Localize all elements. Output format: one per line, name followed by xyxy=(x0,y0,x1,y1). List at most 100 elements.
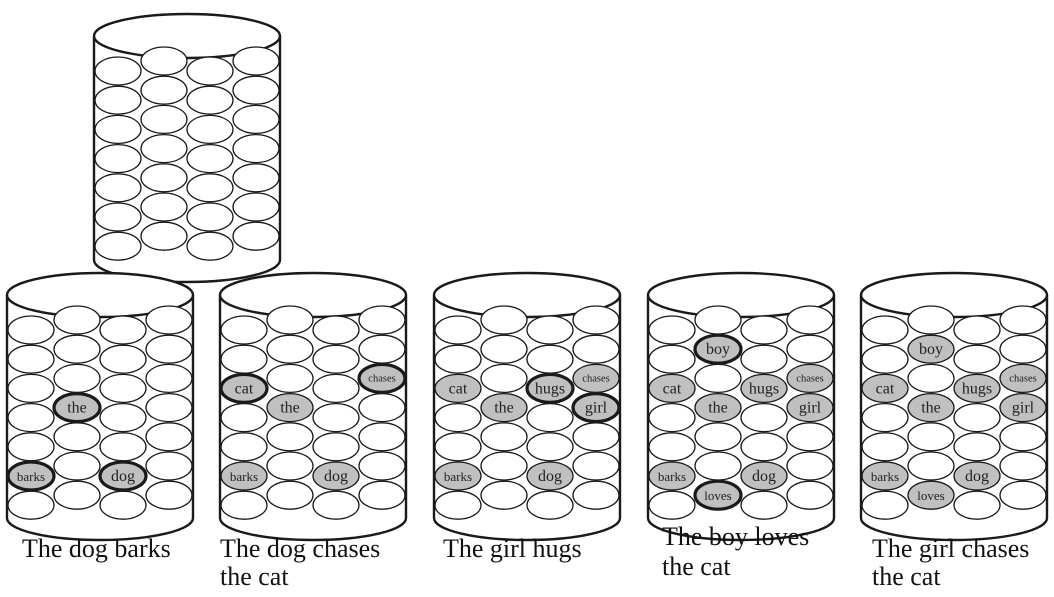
empty-slot xyxy=(94,114,142,145)
empty-slot xyxy=(220,344,268,374)
word-slot-the: the xyxy=(480,392,528,423)
empty-slot xyxy=(648,490,696,520)
empty-slot xyxy=(526,315,574,345)
word-label: hugs xyxy=(962,380,992,397)
word-slot-boy: boy xyxy=(907,334,955,364)
empty-slot xyxy=(434,344,482,374)
empty-slot xyxy=(145,392,193,423)
word-label: the xyxy=(280,400,300,417)
empty-slot xyxy=(740,432,788,462)
word-label: barks xyxy=(230,469,258,484)
empty-slot xyxy=(186,85,234,115)
empty-slot xyxy=(186,231,234,261)
empty-slot xyxy=(312,490,360,520)
empty-slot xyxy=(648,344,696,374)
empty-slot xyxy=(434,402,482,433)
empty-slot xyxy=(53,334,101,364)
empty-slot xyxy=(7,344,55,374)
empty-slot xyxy=(526,432,574,462)
empty-slot xyxy=(861,490,909,520)
empty-slot xyxy=(140,163,188,193)
empty-slot xyxy=(140,75,188,105)
caption-boy-loves-line1: The boy loves xyxy=(662,522,810,551)
word-label: girl xyxy=(799,400,822,417)
empty-slot xyxy=(94,143,142,174)
caption-dog-chases-line2: the cat xyxy=(220,562,289,591)
empty-slot xyxy=(648,432,696,462)
word-slot-ellipse xyxy=(98,460,148,492)
caption-girl-chases-line1: The girl chases xyxy=(872,534,1030,563)
word-label: chases xyxy=(368,373,395,384)
word-slot-ellipse xyxy=(786,363,834,394)
empty-slot xyxy=(266,480,314,510)
empty-slot xyxy=(480,334,528,364)
empty-slot xyxy=(266,451,314,481)
empty-slot xyxy=(232,75,280,105)
empty-slot xyxy=(53,451,101,481)
word-slot-ellipse xyxy=(907,392,955,423)
empty-slot xyxy=(694,451,742,481)
empty-slot xyxy=(94,85,142,115)
word-label: hugs xyxy=(535,380,565,397)
cylinder-body xyxy=(5,295,195,542)
empty-slot xyxy=(861,432,909,462)
empty-slot xyxy=(999,480,1047,510)
word-label: dog xyxy=(752,468,776,485)
empty-slot xyxy=(266,422,314,452)
word-slot-barks: barks xyxy=(434,461,482,491)
empty-slot xyxy=(232,221,280,251)
word-slot-cat: cat xyxy=(219,372,269,404)
empty-slot xyxy=(480,451,528,481)
empty-slot xyxy=(145,451,193,481)
empty-slot xyxy=(648,402,696,433)
empty-slot xyxy=(907,363,955,394)
empty-slot xyxy=(99,344,147,374)
empty-slot xyxy=(740,344,788,374)
word-slot-hugs: hugs xyxy=(953,373,1001,404)
word-slot-barks: barks xyxy=(220,461,268,491)
word-slot-ellipse xyxy=(648,461,696,491)
word-label: chases xyxy=(1009,373,1036,384)
empty-slot xyxy=(358,392,406,423)
word-slot-the: the xyxy=(907,392,955,423)
empty-slot xyxy=(99,432,147,462)
empty-slot xyxy=(7,490,55,520)
word-slot-cat: cat xyxy=(434,373,482,404)
empty-slot xyxy=(266,334,314,364)
empty-slot xyxy=(53,363,101,394)
caption-girl-chases-line2: the cat xyxy=(872,562,941,591)
empty-slot xyxy=(94,202,142,232)
empty-slot xyxy=(145,422,193,452)
empty-slot xyxy=(186,143,234,174)
empty-slot xyxy=(999,422,1047,452)
word-slot-ellipse xyxy=(220,461,268,491)
word-label: girl xyxy=(585,400,608,417)
empty-slot xyxy=(7,315,55,345)
caption-girl-hugs: The girl hugs xyxy=(443,534,582,563)
empty-slot xyxy=(312,373,360,404)
empty-slot xyxy=(94,231,142,261)
word-slot-ellipse xyxy=(953,461,1001,491)
word-label: boy xyxy=(706,341,730,358)
word-slot-loves: loves xyxy=(907,480,955,510)
empty-slot xyxy=(572,422,620,452)
word-label: cat xyxy=(663,380,682,397)
word-label: barks xyxy=(444,469,472,484)
caption-boy-loves-line2: the cat xyxy=(662,552,731,581)
empty-slot xyxy=(358,422,406,452)
word-slot-ellipse xyxy=(52,392,102,424)
empty-slot xyxy=(266,305,314,335)
empty-slot xyxy=(145,480,193,510)
empty-slot xyxy=(220,432,268,462)
empty-slot xyxy=(740,402,788,433)
empty-slot xyxy=(99,373,147,404)
empty-slot xyxy=(53,480,101,510)
word-slot-ellipse xyxy=(357,362,407,394)
cylinder-body xyxy=(646,295,836,542)
cylinder-body xyxy=(218,295,408,542)
empty-slot xyxy=(861,315,909,345)
word-slot-dog: dog xyxy=(98,460,148,492)
cylinder-blank xyxy=(92,12,282,284)
word-slot-cat: cat xyxy=(648,373,696,404)
